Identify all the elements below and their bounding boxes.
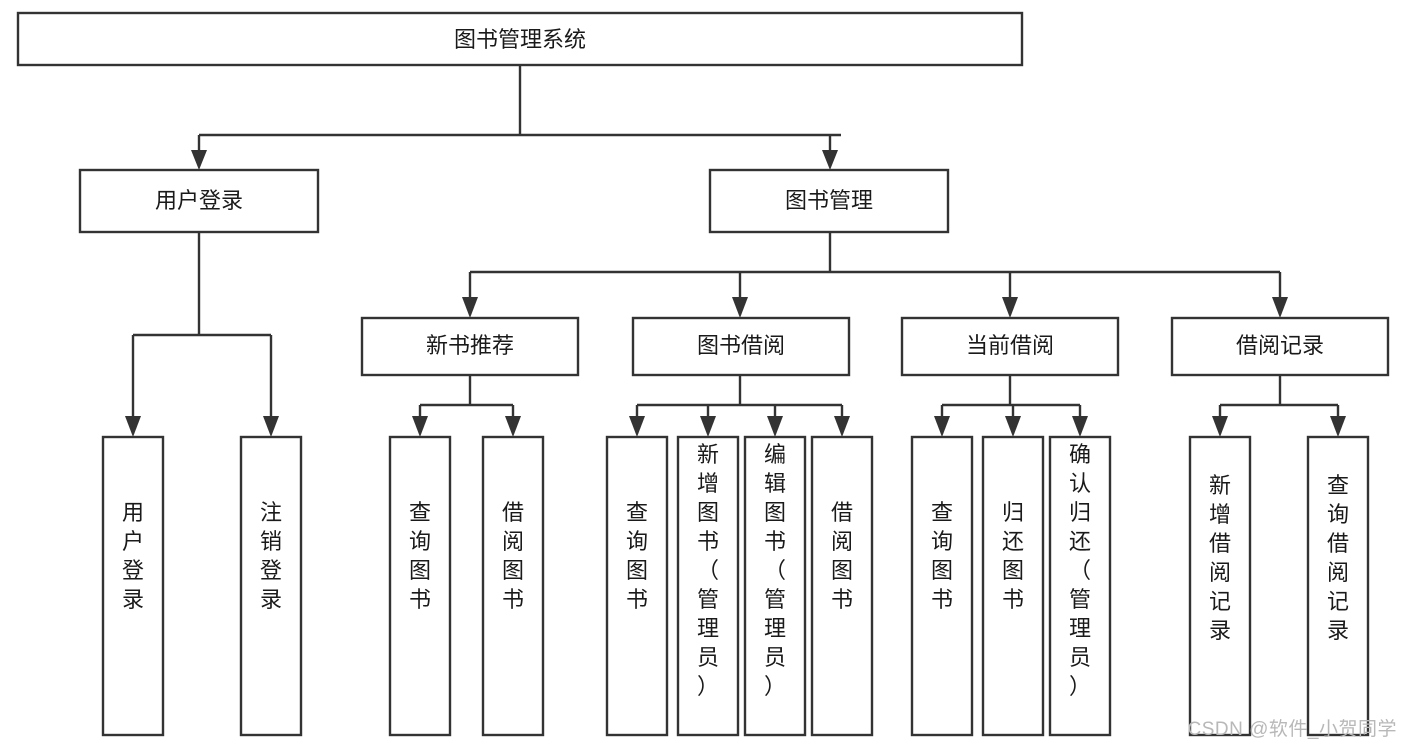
node-leaf-user-login-label: 用户登录 [122,500,144,612]
arrow-head-leaf-query-book-2 [629,416,645,437]
node-borrow-record[interactable]: 借阅记录 [1170,316,1390,377]
arrow-head-leaf-query-record [1330,416,1346,437]
node-leaf-add-record[interactable]: 新增借阅记录 [1188,435,1252,737]
node-new-book-recommend-label: 新书推荐 [426,333,514,358]
arrow-head-leaf-return-book [1005,416,1021,437]
node-leaf-edit-book-box[interactable] [743,435,807,737]
connector-user-login-to-leaves [125,232,279,437]
arrow-head-current-borrow [1002,297,1018,318]
node-leaf-user-logout-label: 注销登录 [260,500,282,612]
node-leaf-user-logout[interactable]: 注销登录 [239,435,303,737]
node-leaf-user-logout-box[interactable] [239,435,303,737]
node-leaf-query-book-1-label: 查询图书 [409,500,431,612]
node-leaf-edit-book-label: 编辑图书（管理员） [764,442,786,699]
node-leaf-add-book-box[interactable] [676,435,740,737]
node-new-book-recommend[interactable]: 新书推荐 [360,316,580,377]
node-leaf-user-login-box[interactable] [101,435,165,737]
node-leaf-edit-book[interactable]: 编辑图书（管理员） [743,435,807,737]
node-current-borrow-box[interactable] [900,316,1120,377]
node-leaf-add-book-label: 新增图书（管理员） [697,442,719,699]
node-leaf-query-record-box[interactable] [1306,435,1370,737]
node-leaf-query-record-label: 查询借阅记录 [1327,473,1349,643]
node-root-label: 图书管理系统 [454,27,586,52]
node-leaf-borrow-book-1-box[interactable] [481,435,545,737]
node-leaf-query-book-3-box[interactable] [910,435,974,737]
connector-root-to-level2 [191,65,841,170]
node-current-borrow[interactable]: 当前借阅 [900,316,1120,377]
node-leaf-add-book[interactable]: 新增图书（管理员） [676,435,740,737]
node-book-borrow-label: 图书借阅 [697,333,785,358]
node-book-borrow-box[interactable] [631,316,851,377]
arrow-head-leaf-borrow-book-1 [505,416,521,437]
arrow-head-leaf-edit-book [767,416,783,437]
node-root[interactable]: 图书管理系统 [16,11,1024,67]
node-leaf-query-book-3-label: 查询图书 [931,500,953,612]
node-leaf-borrow-book-2-box[interactable] [810,435,874,737]
arrow-head-new-book-recommend [462,297,478,318]
node-leaf-return-book-box[interactable] [981,435,1045,737]
node-leaf-borrow-book-2[interactable]: 借阅图书 [810,435,874,737]
node-user-login-label: 用户登录 [155,188,243,213]
node-leaf-query-book-2[interactable]: 查询图书 [605,435,669,737]
arrow-head-leaf-add-book [700,416,716,437]
arrow-head-leaf-user-login [125,416,141,437]
node-leaf-borrow-book-1-label: 借阅图书 [502,500,524,612]
arrow-head-leaf-borrow-book-2 [834,416,850,437]
node-book-manage-label: 图书管理 [785,188,873,213]
arrow-head-leaf-add-record [1212,416,1228,437]
arrow-head-book-manage [822,150,838,170]
node-leaf-borrow-book-2-label: 借阅图书 [831,500,853,612]
node-leaf-query-book-2-box[interactable] [605,435,669,737]
node-user-login-box[interactable] [78,168,320,234]
node-leaf-confirm-return-box[interactable] [1048,435,1112,737]
node-leaf-query-book-1[interactable]: 查询图书 [388,435,452,737]
connector-borrow-record-to-leaves [1212,375,1346,437]
arrow-head-leaf-confirm-return [1072,416,1088,437]
node-borrow-record-label: 借阅记录 [1236,333,1324,358]
node-borrow-record-box[interactable] [1170,316,1390,377]
node-book-manage[interactable]: 图书管理 [708,168,950,234]
connector-book-borrow-to-leaves [629,375,850,437]
node-book-manage-box[interactable] [708,168,950,234]
node-book-borrow[interactable]: 图书借阅 [631,316,851,377]
node-leaf-query-book-1-box[interactable] [388,435,452,737]
node-leaf-return-book-label: 归还图书 [1002,500,1024,612]
node-leaf-query-book-2-label: 查询图书 [626,500,648,612]
connector-new-book-recommend-to-leaves [412,375,521,437]
arrow-head-book-borrow [732,297,748,318]
node-user-login[interactable]: 用户登录 [78,168,320,234]
node-leaf-query-book-3[interactable]: 查询图书 [910,435,974,737]
node-leaf-confirm-return[interactable]: 确认归还（管理员） [1048,435,1112,737]
node-leaf-query-record[interactable]: 查询借阅记录 [1306,435,1370,737]
arrow-head-leaf-query-book-3 [934,416,950,437]
arrow-head-borrow-record [1272,297,1288,318]
node-leaf-user-login[interactable]: 用户登录 [101,435,165,737]
node-leaf-borrow-book-1[interactable]: 借阅图书 [481,435,545,737]
arrow-head-leaf-query-book-1 [412,416,428,437]
node-new-book-recommend-box[interactable] [360,316,580,377]
connector-current-borrow-to-leaves [934,375,1088,437]
node-leaf-return-book[interactable]: 归还图书 [981,435,1045,737]
node-leaf-add-record-label: 新增借阅记录 [1209,473,1231,643]
connector-book-manage-to-level3 [462,232,1288,318]
node-current-borrow-label: 当前借阅 [966,333,1054,358]
node-root-box[interactable] [16,11,1024,67]
node-leaf-add-record-box[interactable] [1188,435,1252,737]
node-leaf-confirm-return-label: 确认归还（管理员） [1069,442,1091,699]
arrow-head-user-login [191,150,207,170]
arrow-head-leaf-user-logout [263,416,279,437]
